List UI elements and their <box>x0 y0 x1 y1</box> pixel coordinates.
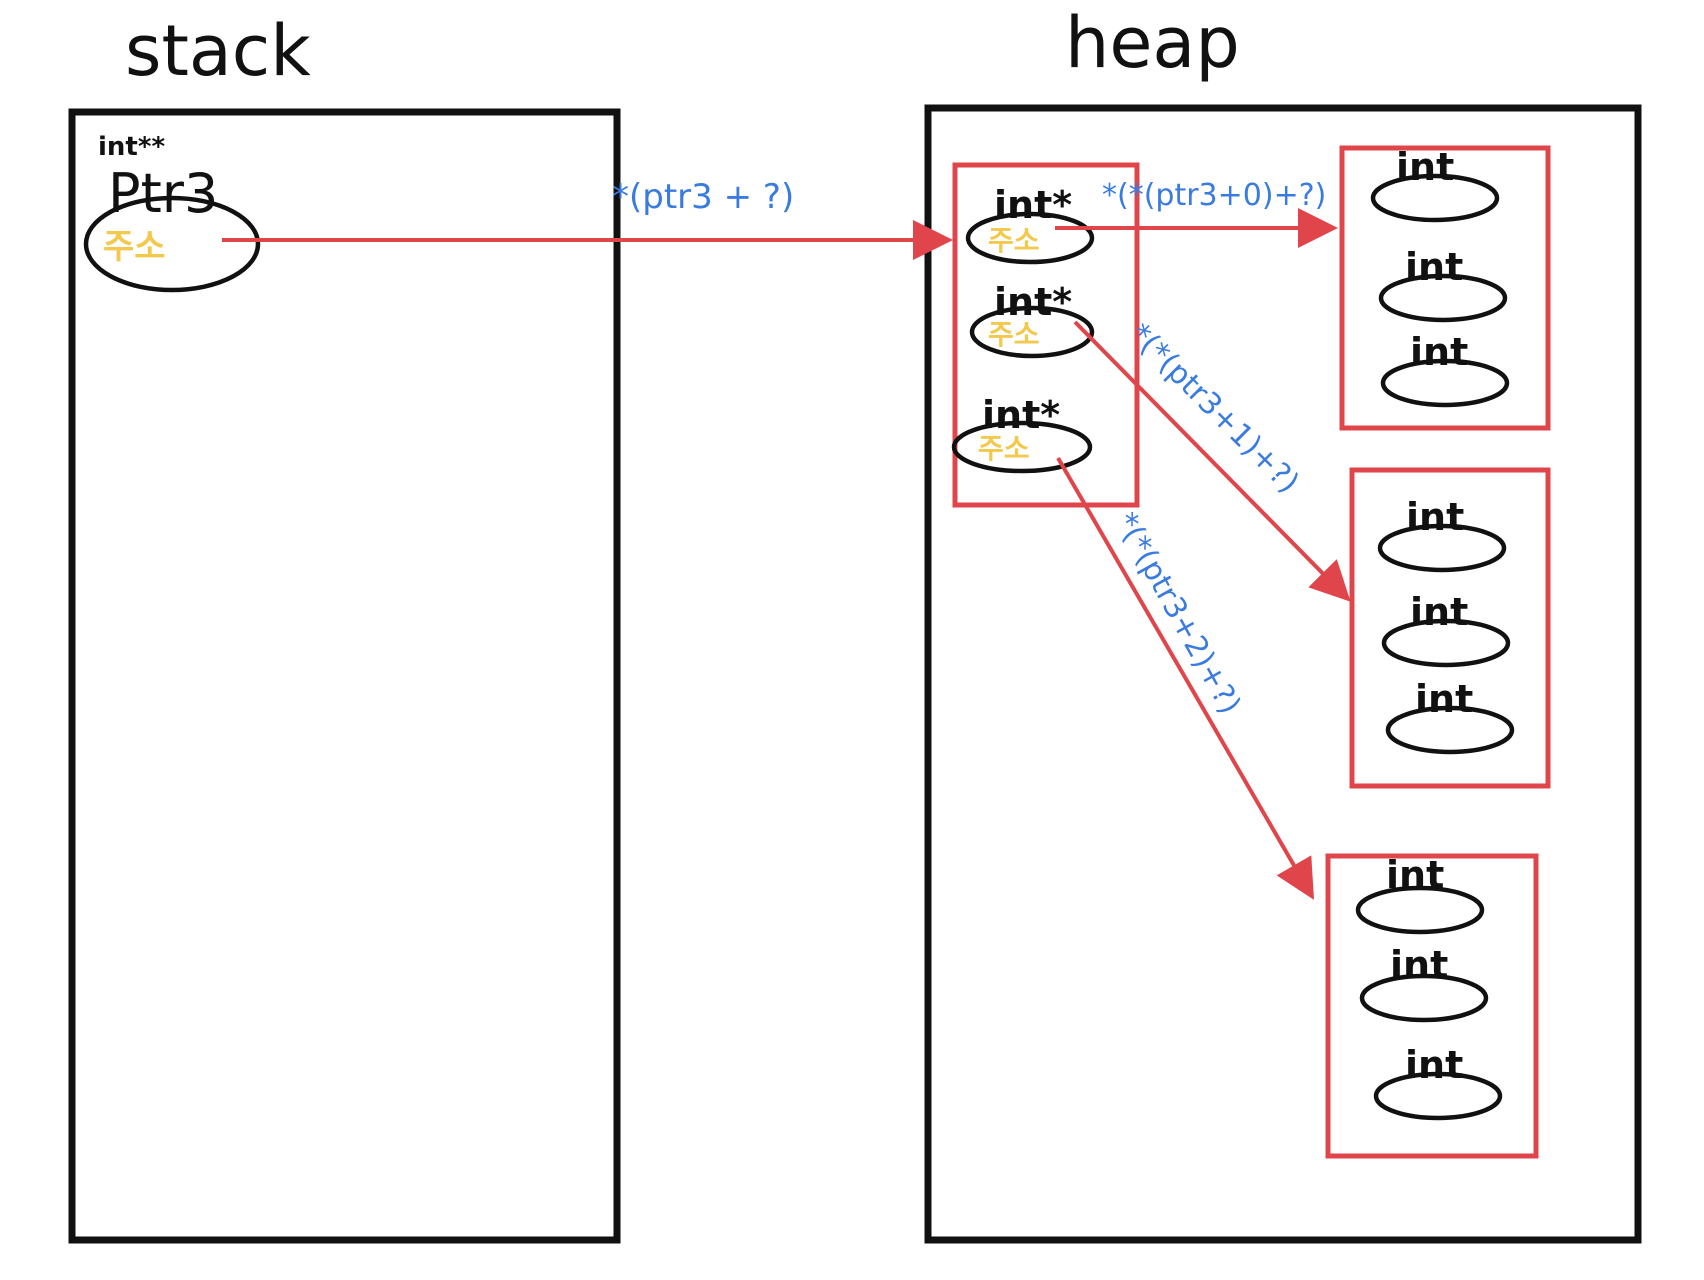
int-label: int <box>1396 145 1454 189</box>
expr-stack-to-pointer-array: *(ptr3 + ?) <box>612 177 794 217</box>
int-cell <box>1381 618 1511 668</box>
int-cell <box>1370 173 1500 223</box>
pointer-address-value: 주소 <box>988 318 1040 351</box>
expr-row2: *(*(ptr3+2)+?) <box>1108 507 1247 720</box>
pointer-cell-outline <box>965 211 1095 265</box>
expr-row1: *(*(ptr3+1)+?) <box>1122 317 1305 500</box>
int-label: int <box>1405 1043 1463 1087</box>
int-cell <box>1380 358 1510 408</box>
pointer-cell-1: int* 주소 <box>969 280 1095 359</box>
int-cell <box>1377 523 1507 573</box>
pointer-address-value: 주소 <box>988 224 1040 257</box>
int-label: int <box>1410 330 1468 374</box>
arrow-row1 <box>1073 320 1351 602</box>
arrow-row2 <box>1056 456 1315 900</box>
variable-address-value: 주소 <box>103 227 166 267</box>
expr-row0: *(*(ptr3+0)+?) <box>1102 178 1326 213</box>
pointer-address-value: 주소 <box>978 432 1030 465</box>
int-array-box-1 <box>1349 467 1551 789</box>
int-array-1: int int int <box>1377 495 1515 755</box>
int-label: int <box>1410 590 1468 634</box>
pointer-array-box <box>952 162 1140 508</box>
stack-region <box>68 108 621 1244</box>
stack-title: stack <box>125 10 311 92</box>
int-label: int <box>1390 943 1448 987</box>
variable-type-label: int** <box>98 132 165 162</box>
int-cell <box>1373 1071 1503 1121</box>
pointer-cell-outline <box>951 420 1093 474</box>
int-array-0: int int int <box>1370 145 1510 408</box>
variable-name: Ptr3 <box>108 162 218 225</box>
stack-variable: int** Ptr3 주소 <box>83 132 261 293</box>
int-label: int <box>1405 245 1463 289</box>
variable-cell <box>83 195 261 293</box>
pointer-type-label: int* <box>994 183 1072 227</box>
int-array-2: int int int <box>1355 853 1503 1121</box>
pointer-cell-0: int* 주소 <box>965 183 1095 265</box>
heap-region <box>924 104 1642 1244</box>
int-label: int <box>1415 677 1473 721</box>
pointer-type-label: int* <box>982 393 1060 437</box>
int-cell <box>1355 885 1485 935</box>
pointer-cell-outline <box>969 305 1095 359</box>
pointer-type-label: int* <box>994 280 1072 324</box>
int-array-box-0 <box>1339 145 1551 431</box>
heap-title: heap <box>1065 2 1240 84</box>
int-cell <box>1378 273 1508 323</box>
int-cell <box>1359 973 1489 1023</box>
int-label: int <box>1406 495 1464 539</box>
int-array-box-2 <box>1325 853 1539 1159</box>
pointer-cell-2: int* 주소 <box>951 393 1093 474</box>
int-cell <box>1385 705 1515 755</box>
